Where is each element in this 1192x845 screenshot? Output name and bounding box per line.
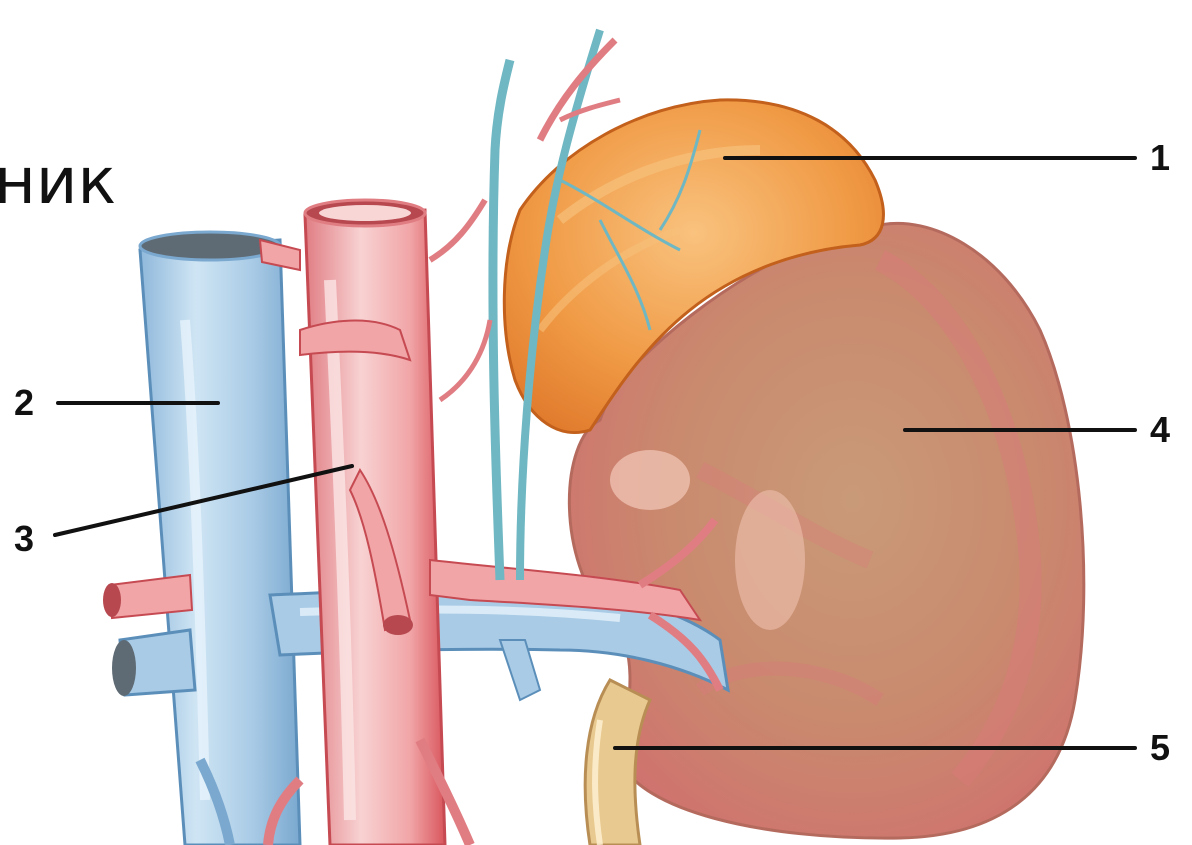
callout-label-4: 4 xyxy=(1150,412,1170,448)
callout-label-3: 3 xyxy=(14,521,34,557)
callout-label-2: 2 xyxy=(14,385,34,421)
partial-heading: ник xyxy=(0,150,116,214)
callout-label-5: 5 xyxy=(1150,730,1170,766)
inferior-vena-cava xyxy=(140,232,300,845)
callout-label-1: 1 xyxy=(1150,140,1170,176)
